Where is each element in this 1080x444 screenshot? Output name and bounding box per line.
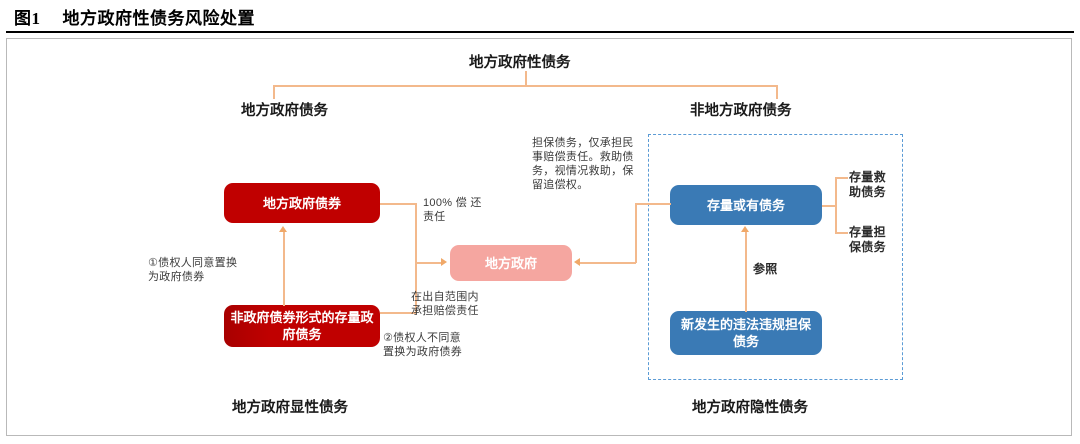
annotation-guarantee-rescue-l2: 事赔偿责任。救助债 [532, 151, 634, 163]
node-stock-contingent-debt[interactable]: 存量或有债务 [670, 185, 822, 225]
annotation-creditor-agrees-l1: ①债权人同意置换 [148, 257, 238, 269]
figure-header: 图1 地方政府性债务风险处置 [0, 0, 1080, 33]
leaf-stock-rescue-debt-l1: 存量救 [849, 170, 886, 184]
annotation-within-scope-l1: 在出自范围内 [411, 291, 479, 303]
connector-nonbond-out [380, 312, 416, 314]
annotation-guarantee-rescue: 担保债务，仅承担民 事赔偿责任。救助债 务，视情况救助，保 留追偿权。 [532, 136, 634, 192]
annotation-full-repayment: 100% 偿 还 责任 [423, 196, 482, 224]
arrow-nonbond-to-bond [279, 226, 287, 232]
left-branch-label: 地方政府债务 [241, 103, 328, 119]
connector-contingent-to-gov [580, 262, 636, 264]
annotation-guarantee-rescue-l3: 务，视情况救助，保 [532, 165, 634, 177]
node-local-government[interactable]: 地方政府 [450, 245, 572, 281]
connector-newdebt-to-contingent [745, 232, 747, 312]
annotation-guarantee-rescue-l4: 留追偿权。 [532, 179, 589, 191]
leaf-stock-guarantee-debt-l2: 保债务 [849, 240, 886, 254]
leaf-stock-guarantee-debt: 存量担 保债务 [849, 225, 886, 255]
connector-fanout-spine [835, 177, 837, 233]
connector-root-stem [525, 71, 527, 86]
annotation-within-scope-l2: 承担赔偿责任 [411, 305, 479, 317]
right-branch-label: 非地方政府债务 [690, 103, 792, 119]
root-node-label: 地方政府性债务 [469, 55, 571, 71]
annotation-creditor-disagrees: ②债权人不同意 置换为政府债券 [383, 331, 462, 359]
annotation-full-repayment-l1: 100% 偿 还 [423, 197, 482, 209]
connector-bond-down [415, 203, 417, 263]
arrow-bond-to-gov [441, 258, 447, 266]
connector-nonbond-to-bond [283, 232, 285, 306]
figure-title: 图1 地方政府性债务风险处置 [14, 4, 255, 29]
connector-contingent-out [635, 203, 671, 205]
footer-implicit-debt: 地方政府隐性债务 [692, 400, 808, 416]
annotation-creditor-agrees-l2: 为政府债券 [148, 271, 205, 283]
diagram-frame [6, 38, 1072, 436]
connector-fanout-bottom [835, 232, 848, 234]
annotation-within-scope: 在出自范围内 承担赔偿责任 [411, 290, 479, 318]
connector-root-bus [273, 85, 777, 87]
node-local-gov-bond[interactable]: 地方政府债券 [224, 183, 380, 223]
node-non-bond-stock-debt[interactable]: 非政府债券形式的存量政府债务 [224, 305, 380, 347]
connector-left-branch-drop [273, 85, 275, 99]
node-new-illegal-guarantee-debt[interactable]: 新发生的违法违规担保债务 [670, 311, 822, 355]
connector-bond-into-gov [415, 262, 444, 264]
annotation-guarantee-rescue-l1: 担保债务，仅承担民 [532, 137, 634, 149]
footer-explicit-debt: 地方政府显性债务 [232, 400, 348, 416]
connector-contingent-down [635, 203, 637, 263]
figure-number: 图1 [14, 9, 41, 28]
arrow-newdebt-to-contingent [741, 226, 749, 232]
connector-fanout-top [835, 177, 848, 179]
annotation-creditor-agrees: ①债权人同意置换 为政府债券 [148, 256, 237, 284]
connector-nonbond-up [415, 262, 417, 313]
annotation-full-repayment-l2: 责任 [423, 211, 446, 223]
connector-right-branch-drop [776, 85, 778, 99]
header-rule [6, 31, 1074, 33]
connector-bond-out [380, 203, 416, 205]
connector-fanout-stem [822, 205, 836, 207]
implicit-debt-dashed-region [648, 134, 903, 380]
annotation-creditor-disagrees-l2: 置换为政府债券 [383, 346, 463, 358]
arrow-contingent-to-gov [574, 258, 580, 266]
leaf-stock-rescue-debt: 存量救 助债务 [849, 170, 886, 200]
leaf-stock-rescue-debt-l2: 助债务 [849, 185, 886, 199]
leaf-stock-guarantee-debt-l1: 存量担 [849, 225, 886, 239]
annotation-creditor-disagrees-l1: ②债权人不同意 [383, 332, 461, 344]
figure-title-text: 地方政府性债务风险处置 [62, 9, 255, 28]
annotation-reference: 参照 [753, 262, 778, 276]
